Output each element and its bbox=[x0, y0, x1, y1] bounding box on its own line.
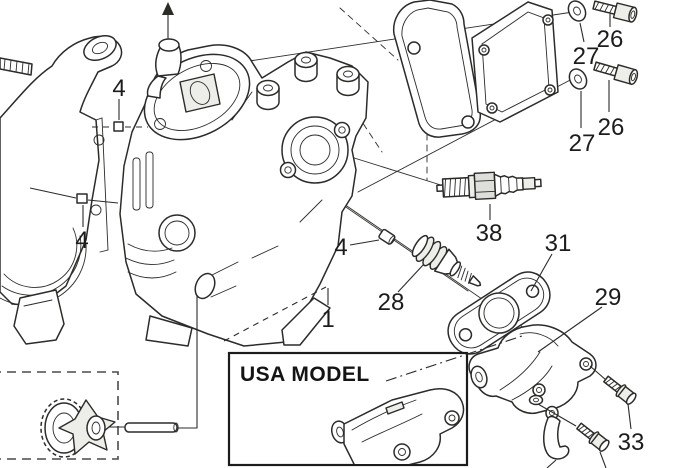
bolt-33a-drawing bbox=[603, 375, 637, 405]
crankcase-half-drawing bbox=[0, 34, 123, 345]
callout-4-a: 4 bbox=[112, 75, 125, 102]
cylinder-block-drawing bbox=[119, 38, 369, 347]
leader-lines bbox=[29, 14, 632, 468]
callout-28: 28 bbox=[378, 289, 405, 316]
spark-plug-drawing bbox=[436, 171, 542, 201]
bolt-33b-drawing bbox=[576, 422, 610, 452]
breather-spigot-drawing bbox=[146, 38, 182, 99]
bracket-29-drawing bbox=[468, 324, 597, 414]
governor-gear-inset bbox=[0, 295, 198, 460]
hook-clamp-drawing bbox=[543, 405, 570, 468]
callout-29: 29 bbox=[595, 284, 622, 311]
thermostat-28-drawing bbox=[411, 234, 482, 287]
cover-gasket-drawing bbox=[392, 0, 482, 138]
intake-flange-drawing bbox=[279, 116, 351, 184]
cover-plate-drawing bbox=[471, 1, 559, 123]
bolt-26b-drawing bbox=[593, 61, 639, 86]
callout-26-b: 26 bbox=[598, 114, 625, 141]
callout-4-c: 4 bbox=[334, 234, 347, 261]
callout-27-b: 27 bbox=[569, 130, 596, 157]
bolt-26a-drawing bbox=[592, 0, 638, 23]
usa-model-inset: USA MODEL bbox=[227, 335, 523, 467]
washer-27a-drawing bbox=[567, 0, 587, 22]
usa-model-label: USA MODEL bbox=[240, 363, 370, 386]
up-arrow bbox=[162, 2, 174, 39]
callout-4-b: 4 bbox=[75, 227, 88, 254]
gasket-31-drawing bbox=[447, 271, 551, 355]
callout-31: 31 bbox=[545, 230, 572, 257]
governor-gear-drawing bbox=[40, 398, 116, 458]
callout-33: 33 bbox=[618, 429, 645, 456]
washer-27b-drawing bbox=[568, 68, 588, 90]
bolt-boss-drawing bbox=[256, 51, 360, 111]
pin-drawing bbox=[124, 422, 179, 433]
callout-27-a: 27 bbox=[573, 43, 600, 70]
callout-labels: 1 4 4 4 26 27 26 27 38 31 29 28 33 bbox=[75, 26, 644, 456]
callout-1: 1 bbox=[321, 306, 334, 333]
stud-drawing bbox=[0, 57, 33, 76]
callout-38: 38 bbox=[476, 220, 503, 247]
usa-bracket-drawing bbox=[330, 388, 465, 464]
callout-26-a: 26 bbox=[597, 26, 624, 53]
